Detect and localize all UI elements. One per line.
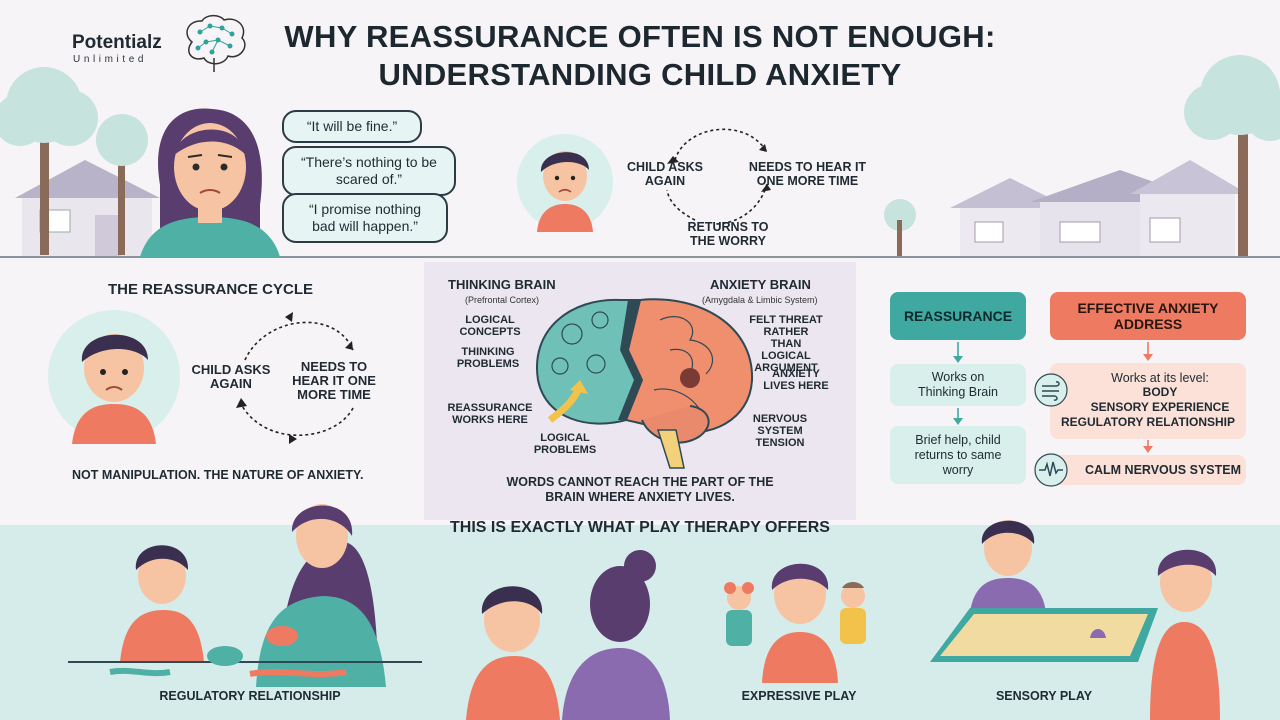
- label-felt-threat: FELT THREAT RATHER THAN LOGICAL ARGUMENT: [749, 314, 823, 374]
- reassurance-cycle-arrows: [236, 312, 354, 444]
- effective-item-1: Works at its level: BODY SENSORY EXPERIE…: [1050, 363, 1246, 439]
- worried-parent-illustration: [140, 108, 280, 257]
- brain-illustration: [535, 298, 754, 469]
- reassurance-item-1: Works on Thinking Brain: [890, 364, 1026, 406]
- logo-subtitle: Unlimited: [73, 54, 148, 65]
- right-tree-illustration: [884, 55, 1280, 257]
- anxiety-brain-subtitle: (Amygdala & Limbic System): [702, 295, 818, 305]
- label-anxiety-lives-here: ANXIETY LIVES HERE: [763, 368, 829, 392]
- sensory-play-illustration: [930, 520, 1220, 720]
- label-logical-problems: LOGICAL PROBLEMS: [533, 432, 597, 456]
- caption-expressive-play: EXPRESSIVE PLAY: [741, 689, 857, 703]
- comparison-arrows: [953, 342, 1153, 453]
- title-line-1: WHY REASSURANCE OFTEN IS NOT ENOUGH:: [284, 19, 996, 54]
- cycle-footer-text: NOT MANIPULATION. THE NATURE OF ANXIETY.: [72, 468, 364, 482]
- label-nervous-system-tension: NERVOUS SYSTEM TENSION: [752, 413, 808, 449]
- effective-item-1-line-regulatory: REGULATORY RELATIONSHIP: [1060, 415, 1235, 429]
- title-line-2: UNDERSTANDING CHILD ANXIETY: [378, 57, 902, 92]
- heartbeat-icon: [1034, 453, 1068, 487]
- cycle-child-illustration: [48, 310, 180, 444]
- anxiety-brain-title: ANXIETY BRAIN: [710, 277, 811, 292]
- wind-icon: [1034, 373, 1068, 407]
- play-therapy-heading: THIS IS EXACTLY WHAT PLAY THERAPY OFFERS: [450, 519, 830, 536]
- caption-sensory-play: SENSORY PLAY: [995, 689, 1093, 703]
- reassurance-cycle-heading: THE REASSURANCE CYCLE: [108, 281, 314, 298]
- quote-bubble-3: “I promise nothing bad will happen.”: [282, 193, 448, 243]
- right-house-illustration: [950, 160, 1248, 257]
- cycle-needs-to-hear: NEEDS TO HEAR IT ONE MORE TIME: [292, 359, 376, 402]
- caption-regulatory-relationship: REGULATORY RELATIONSHIP: [159, 689, 341, 703]
- quote-bubble-1: “It will be fine.”: [282, 110, 422, 143]
- quote-bubble-2: “There’s nothing to be scared of.”: [282, 146, 456, 196]
- top-scenery: [0, 55, 1280, 258]
- top-cycle-arrows: [666, 128, 771, 225]
- label-reassurance-works-here: REASSURANCE WORKS HERE: [447, 402, 533, 426]
- logo-wordmark: Potentialz: [72, 32, 162, 53]
- top-cycle-child-asks: CHILD ASKS AGAIN: [627, 160, 703, 188]
- reassurance-item-2: Brief help, child returns to same worry: [890, 426, 1026, 484]
- regulatory-relationship-illustration: [68, 504, 422, 687]
- page-title: WHY REASSURANCE OFTEN IS NOT ENOUGH: UND…: [0, 18, 1280, 94]
- expressive-play-illustration: [724, 563, 866, 683]
- top-child-illustration: [517, 134, 613, 232]
- cycle-child-asks: CHILD ASKS AGAIN: [191, 362, 271, 391]
- effective-item-1-line-sensory: SENSORY EXPERIENCE: [1090, 400, 1230, 414]
- thinking-brain-title: THINKING BRAIN: [448, 277, 556, 292]
- brain-caption: WORDS CANNOT REACH THE PART OF THE BRAIN…: [506, 475, 774, 504]
- reassurance-header: REASSURANCE: [890, 292, 1026, 340]
- left-house-illustration: [15, 160, 160, 257]
- effective-item-2: CALM NERVOUS SYSTEM: [1050, 455, 1246, 485]
- thinking-brain-subtitle: (Prefrontal Cortex): [465, 295, 540, 305]
- effective-item-1-title: Works at its level:: [1111, 371, 1209, 385]
- effective-item-1-line-body: BODY: [1142, 385, 1178, 399]
- label-logical-concepts: LOGICAL CONCEPTS: [459, 314, 521, 338]
- talking-child-parent-illustration: [466, 550, 670, 720]
- effective-anxiety-header: EFFECTIVE ANXIETY ADDRESS: [1050, 292, 1246, 340]
- brain-logo-icon: [186, 14, 246, 72]
- top-cycle-needs-to-hear: NEEDS TO HEAR IT ONE MORE TIME: [748, 160, 867, 188]
- label-thinking-problems: THINKING PROBLEMS: [456, 346, 520, 370]
- left-tree-illustration: [0, 67, 148, 255]
- top-cycle-returns: RETURNS TO THE WORRY: [687, 220, 769, 248]
